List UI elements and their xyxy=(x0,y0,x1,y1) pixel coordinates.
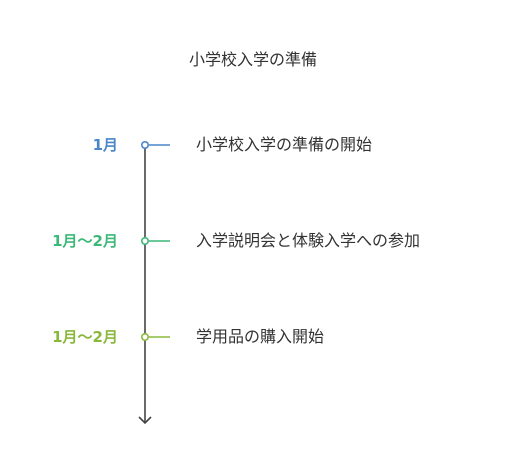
event-date-2: 1月～2月 xyxy=(52,232,118,250)
event-marker-1 xyxy=(141,141,150,150)
event-label-3: 学用品の購入開始 xyxy=(196,327,325,346)
event-marker-2 xyxy=(141,237,150,246)
event-date-1: 1月 xyxy=(92,136,118,154)
diagram-title: 小学校入学の準備 xyxy=(188,50,317,69)
event-marker-3 xyxy=(141,332,150,341)
event-label-2: 入学説明会と体験入学への参加 xyxy=(196,231,421,250)
timeline-arrowhead xyxy=(138,416,152,425)
event-date-3: 1月～2月 xyxy=(52,328,118,346)
event-label-1: 小学校入学の準備の開始 xyxy=(196,135,373,154)
